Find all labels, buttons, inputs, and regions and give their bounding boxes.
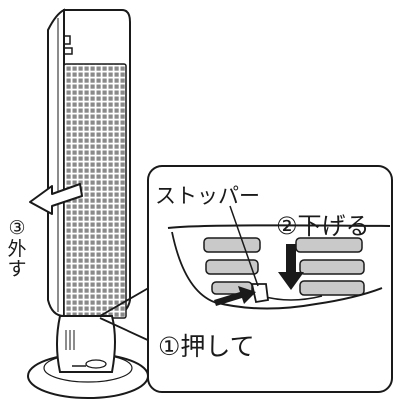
grille-slot xyxy=(299,259,365,275)
tower-fan-icon xyxy=(27,8,149,399)
stopper-label: ストッパー xyxy=(155,184,260,208)
arrow-push-right-icon xyxy=(214,286,256,306)
step3-char-1: 外 xyxy=(7,237,27,260)
callout-pointer xyxy=(99,285,153,343)
arrow-down-icon xyxy=(278,244,304,290)
fan-side-panel xyxy=(47,8,65,318)
detail-frame-outer xyxy=(167,224,391,229)
step2-lower-label: ②下げる xyxy=(276,212,370,240)
grille-slot xyxy=(205,259,259,275)
fan-control-vents xyxy=(65,330,75,350)
detail-zoom xyxy=(167,205,391,310)
fan-handle-notch xyxy=(64,35,73,55)
stopper-leader-line xyxy=(229,205,259,287)
stopper-tab-icon xyxy=(250,283,270,304)
grille-slot xyxy=(295,237,363,253)
step3-number: ③ xyxy=(8,217,26,239)
detail-frame-left xyxy=(171,231,215,303)
step3-char-2: す xyxy=(7,258,27,281)
arrow-remove-left-icon xyxy=(29,183,83,215)
grille-slot xyxy=(299,280,365,296)
step3-remove-label: ③ 外 す xyxy=(6,218,28,280)
detail-callout xyxy=(147,165,393,393)
fan-button xyxy=(85,359,107,369)
grille-slot xyxy=(203,237,261,253)
step1-push-label: ①押して xyxy=(158,332,255,361)
detail-ledge xyxy=(213,287,383,310)
fan-control-unit xyxy=(56,315,116,373)
